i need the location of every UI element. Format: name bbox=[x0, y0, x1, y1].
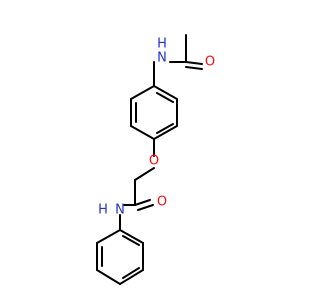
atom-o-top: O bbox=[205, 55, 215, 70]
atom-nh-top-n: N bbox=[157, 51, 167, 66]
ring-bottom-double-2 bbox=[122, 267, 140, 279]
ring-bottom-bond-4 bbox=[119, 269, 144, 285]
bond-c-o-amide-2 bbox=[137, 204, 154, 211]
atom-o-amide: O bbox=[157, 195, 167, 210]
atom-o-ether: O bbox=[149, 154, 159, 169]
ring-bottom-bond-6 bbox=[119, 229, 144, 244]
molecule-diagram: N H O O O N H bbox=[96, 34, 215, 285]
ring-bottom-bond-1 bbox=[96, 229, 121, 244]
ring-top-bond-4 bbox=[153, 125, 178, 140]
atom-nh-bottom-n: N bbox=[115, 203, 125, 218]
ring-bottom-double-3 bbox=[122, 235, 140, 246]
ring-top-double-3 bbox=[156, 92, 174, 103]
bond-c-o-top-2 bbox=[185, 66, 203, 70]
molecule-canvas: N H O O O N H bbox=[96, 34, 216, 285]
ring-bottom-bond-3 bbox=[96, 269, 121, 285]
bond-o-ether-ch2 bbox=[134, 167, 155, 181]
bond-c-o-amide-1 bbox=[134, 199, 151, 206]
atom-nh-top-h: H bbox=[157, 37, 167, 52]
ring-top-bond-6 bbox=[153, 85, 178, 100]
ring-top-bond-3 bbox=[130, 125, 155, 140]
atom-nh-bottom-h: H bbox=[98, 203, 108, 218]
ring-top-bond-1 bbox=[130, 85, 155, 100]
bond-c-o-top-1 bbox=[185, 61, 203, 65]
ring-top-double-2 bbox=[156, 123, 174, 134]
